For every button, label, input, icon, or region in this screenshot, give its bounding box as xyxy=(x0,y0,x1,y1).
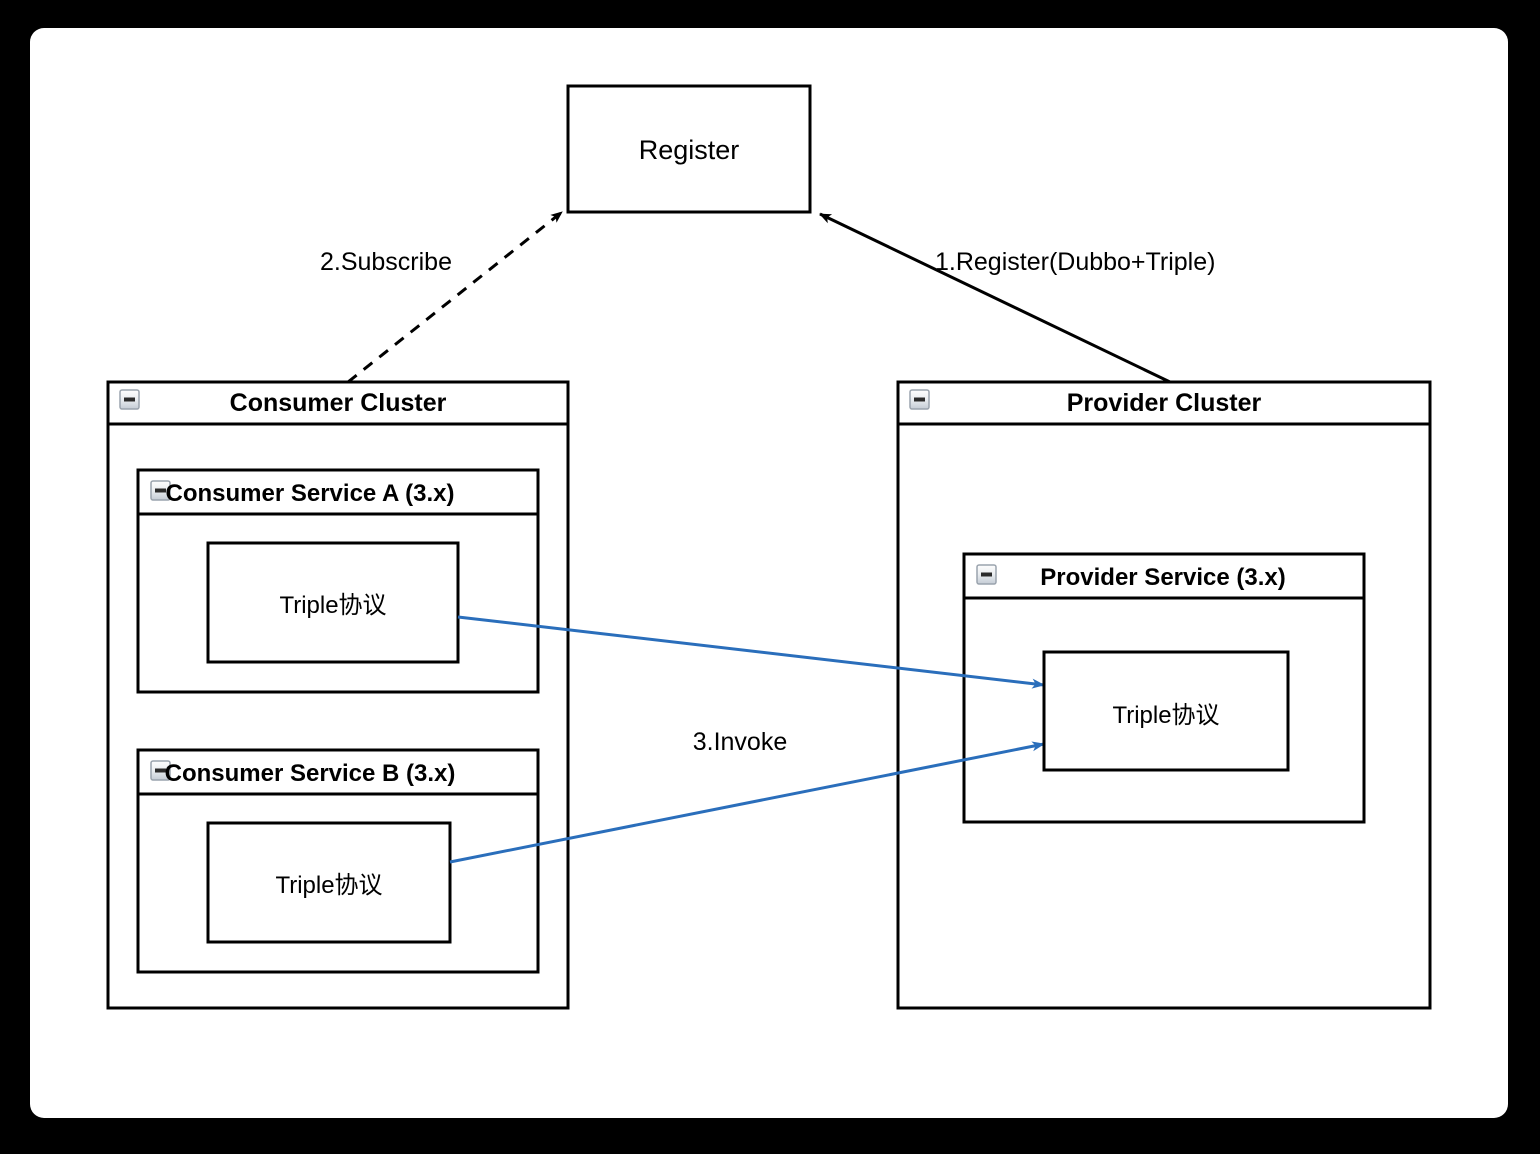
consumer-cluster-label: Consumer Cluster xyxy=(230,389,447,417)
edge-invoke-b-line xyxy=(449,741,1045,864)
node-register[interactable]: Register xyxy=(566,84,812,214)
node-consumer-service-b[interactable]: Consumer Service B (3.x) Triple协议 xyxy=(136,748,540,974)
edge-subscribe-label: 2.Subscribe xyxy=(320,248,452,276)
register-box xyxy=(566,84,812,214)
register-label: Register xyxy=(639,135,740,165)
collapse-minus-icon[interactable] xyxy=(976,564,997,585)
triple-protocol-box-a[interactable] xyxy=(206,541,460,664)
collapse-minus-icon[interactable] xyxy=(909,389,930,410)
node-consumer-service-a[interactable]: Consumer Service A (3.x) Triple协议 xyxy=(136,468,540,694)
edge-register-line xyxy=(819,212,1171,384)
edge-invoke-a-line xyxy=(457,615,1045,689)
edge-subscribe-line xyxy=(347,210,563,384)
collapse-minus-icon[interactable] xyxy=(119,389,140,410)
triple-protocol-label-a: Triple协议 xyxy=(279,592,386,619)
triple-protocol-label-b: Triple协议 xyxy=(275,872,382,899)
diagram-canvas: 1.Register(Dubbo+Triple) 2.Subscribe Reg… xyxy=(30,28,1508,1118)
node-triple-protocol-provider[interactable]: Triple协议 xyxy=(1042,650,1290,772)
triple-protocol-label-provider: Triple协议 xyxy=(1112,702,1219,729)
edge-invoke-a xyxy=(457,615,1045,689)
collapse-minus-icon[interactable] xyxy=(150,760,171,781)
edge-register-label: 1.Register(Dubbo+Triple) xyxy=(935,248,1215,276)
edge-invoke-b xyxy=(449,741,1045,864)
triple-protocol-box-provider[interactable] xyxy=(1042,650,1290,772)
edge-register: 1.Register(Dubbo+Triple) xyxy=(819,212,1215,384)
consumer-service-a-label: Consumer Service A (3.x) xyxy=(166,480,455,507)
edge-invoke-label: 3.Invoke xyxy=(693,728,788,756)
triple-protocol-box-b[interactable] xyxy=(206,821,452,944)
collapse-minus-icon[interactable] xyxy=(150,480,171,501)
edge-subscribe: 2.Subscribe xyxy=(320,210,563,384)
architecture-diagram: 1.Register(Dubbo+Triple) 2.Subscribe Reg… xyxy=(106,84,1432,1010)
provider-cluster-label: Provider Cluster xyxy=(1067,389,1262,417)
node-provider-service[interactable]: Provider Service (3.x) xyxy=(962,552,1366,824)
consumer-service-b-label: Consumer Service B (3.x) xyxy=(165,760,456,787)
provider-service-label: Provider Service (3.x) xyxy=(1040,564,1285,591)
